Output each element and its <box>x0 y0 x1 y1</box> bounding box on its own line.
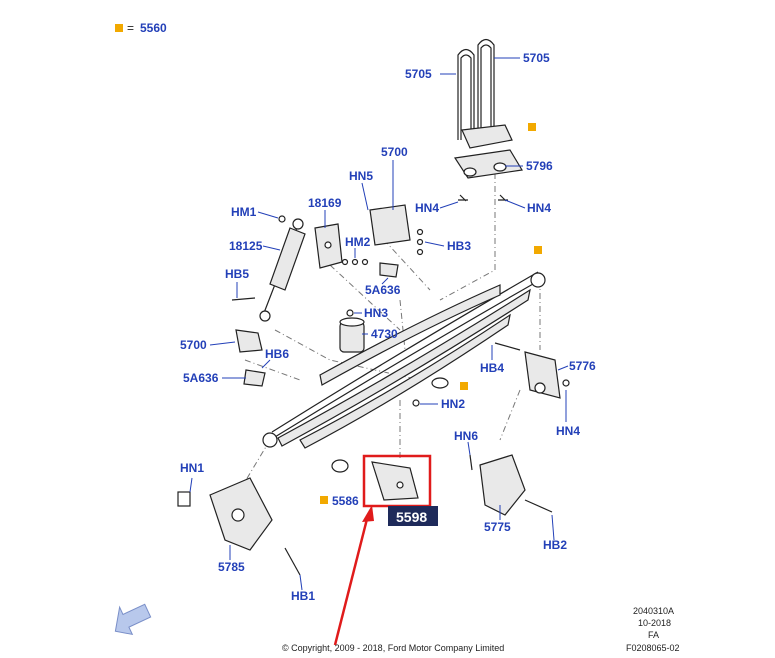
callout-18125: 18125 <box>229 239 263 253</box>
rear-hanger <box>469 454 553 516</box>
callout-hm1: HM1 <box>231 205 257 219</box>
shackle <box>494 342 570 399</box>
callout-5700-top: 5700 <box>381 145 408 159</box>
callout-5775: 5775 <box>484 520 511 534</box>
callout-hn1: HN1 <box>180 461 204 475</box>
callout-hn5: HN5 <box>349 169 373 183</box>
callout-hb3: HB3 <box>447 239 471 253</box>
pointer-arrow <box>333 505 374 646</box>
callout-5796: 5796 <box>526 159 553 173</box>
callout-hb2: HB2 <box>543 538 567 552</box>
jounce-bumper <box>339 309 365 353</box>
highlight-label-bg <box>388 506 438 526</box>
callout-hn6: HN6 <box>454 429 478 443</box>
callout-hn4-lower: HN4 <box>556 424 580 438</box>
leader-lines <box>189 57 569 591</box>
legend-marker-icon <box>115 24 123 32</box>
highlight-label: 5598 <box>396 509 427 525</box>
orange-marker-icon <box>528 123 536 131</box>
orange-markers <box>320 123 542 504</box>
callout-5705-left: 5705 <box>405 67 432 81</box>
copyright-notice: © Copyright, 2009 - 2018, Ford Motor Com… <box>282 643 504 653</box>
callout-5586: 5586 <box>332 494 359 508</box>
leaf-spring <box>262 271 546 449</box>
callout-hb6: HB6 <box>265 347 289 361</box>
assembly-guide-lines <box>239 160 541 491</box>
callout-5a636-top: 5A636 <box>365 283 401 297</box>
orange-marker-icon <box>534 246 542 254</box>
orange-marker-icon <box>320 496 328 504</box>
meta-line-3: FA <box>648 630 659 640</box>
callout-hn3: HN3 <box>364 306 388 320</box>
callout-hn2: HN2 <box>441 397 465 411</box>
legend-part-number: 5560 <box>140 21 167 35</box>
shock-absorber <box>259 215 306 322</box>
meta-line-4: F0208065-02 <box>626 643 680 653</box>
callout-hn4-right: HN4 <box>527 201 551 215</box>
callout-labels: 5705 5705 5700 5796 HN5 HN4 HN4 HM1 1816… <box>180 51 596 603</box>
highlighted-part-5598[interactable]: 5598 <box>362 454 438 526</box>
spring-hanger-bracket <box>314 204 424 269</box>
callout-hm2: HM2 <box>345 235 371 249</box>
callout-5705-right: 5705 <box>523 51 550 65</box>
meta-line-1: 2040310A <box>633 606 674 616</box>
callout-5785: 5785 <box>218 560 245 574</box>
diagram-meta: 2040310A 10-2018 FA F0208065-02 <box>626 606 680 653</box>
previous-view-arrow-icon[interactable] <box>107 597 154 640</box>
top-plate-parts <box>453 124 523 202</box>
legend-equals: = <box>127 21 134 35</box>
front-hanger <box>177 477 301 576</box>
callout-18169: 18169 <box>308 196 342 210</box>
callout-hn4-left: HN4 <box>415 201 439 215</box>
callout-5776: 5776 <box>569 359 596 373</box>
callout-4730: 4730 <box>371 327 398 341</box>
small-parts <box>231 262 449 473</box>
callout-5700-left: 5700 <box>180 338 207 352</box>
callout-hb4: HB4 <box>480 361 504 375</box>
callout-hb1: HB1 <box>291 589 315 603</box>
callout-hb5: HB5 <box>225 267 249 281</box>
callout-5a636-left: 5A636 <box>183 371 219 385</box>
orange-marker-icon <box>460 382 468 390</box>
u-bolt-parts <box>457 38 495 140</box>
meta-line-2: 10-2018 <box>638 618 671 628</box>
